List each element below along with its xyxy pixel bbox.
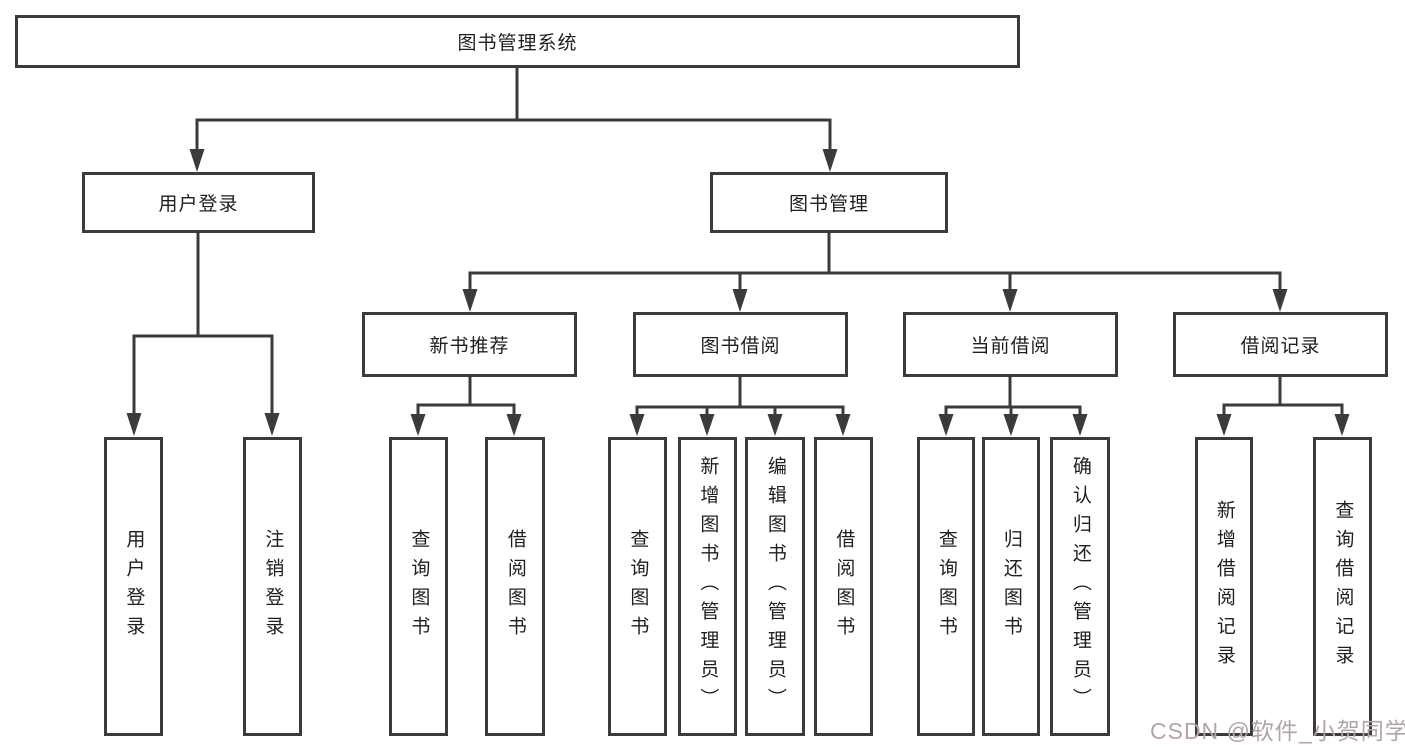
node-label: 注销登录 (262, 528, 284, 645)
node-user-login-branch: 用户登录 (82, 172, 315, 233)
node-label: 新增借阅记录 (1213, 499, 1235, 674)
node-label: 当前借阅 (970, 336, 1051, 357)
node-add-borrow-record: 新增借阅记录 (1195, 437, 1253, 736)
node-label: 借阅记录 (1240, 336, 1321, 357)
node-label: 新增图书（管理员） (697, 456, 719, 717)
node-borrow-books-recommend: 借阅图书 (485, 437, 545, 736)
node-label: 用户登录 (158, 194, 239, 215)
node-current-borrowing: 当前借阅 (903, 312, 1118, 377)
node-library-management-system: 图书管理系统 (15, 15, 1020, 68)
node-edit-books-admin: 编辑图书（管理员） (745, 437, 805, 736)
node-label: 新书推荐 (429, 336, 510, 357)
node-query-books-borrowing: 查询图书 (608, 437, 667, 736)
node-borrowing-records: 借阅记录 (1173, 312, 1388, 377)
node-book-borrowing: 图书借阅 (633, 312, 848, 377)
node-query-books-recommend: 查询图书 (389, 437, 448, 736)
node-user-login: 用户登录 (104, 437, 163, 736)
node-add-books-admin: 新增图书（管理员） (678, 437, 737, 736)
node-query-books-current: 查询图书 (917, 437, 975, 736)
node-label: 图书管理系统 (457, 33, 578, 54)
node-label: 图书管理 (788, 194, 869, 215)
node-logout: 注销登录 (243, 437, 302, 736)
node-label: 归还图书 (1000, 528, 1022, 645)
node-query-borrow-record: 查询借阅记录 (1313, 437, 1372, 736)
node-return-books: 归还图书 (982, 437, 1040, 736)
node-label: 确认归还（管理员） (1069, 456, 1091, 717)
node-label: 编辑图书（管理员） (764, 456, 786, 717)
node-label: 借阅图书 (504, 528, 526, 645)
node-label: 借阅图书 (833, 528, 855, 645)
node-label: 用户登录 (123, 528, 145, 645)
node-label: 查询图书 (935, 528, 957, 645)
node-label: 查询图书 (408, 528, 430, 645)
watermark: CSDN @软件_小贺同学 (1150, 718, 1405, 744)
node-new-book-recommend: 新书推荐 (362, 312, 577, 377)
node-book-management-branch: 图书管理 (710, 172, 948, 233)
node-label: 查询图书 (627, 528, 649, 645)
node-label: 图书借阅 (700, 336, 781, 357)
node-label: 查询借阅记录 (1332, 499, 1354, 674)
node-borrow-books: 借阅图书 (814, 437, 873, 736)
node-confirm-return-admin: 确认归还（管理员） (1050, 437, 1110, 736)
arrowhead-icons (126, 149, 1350, 436)
